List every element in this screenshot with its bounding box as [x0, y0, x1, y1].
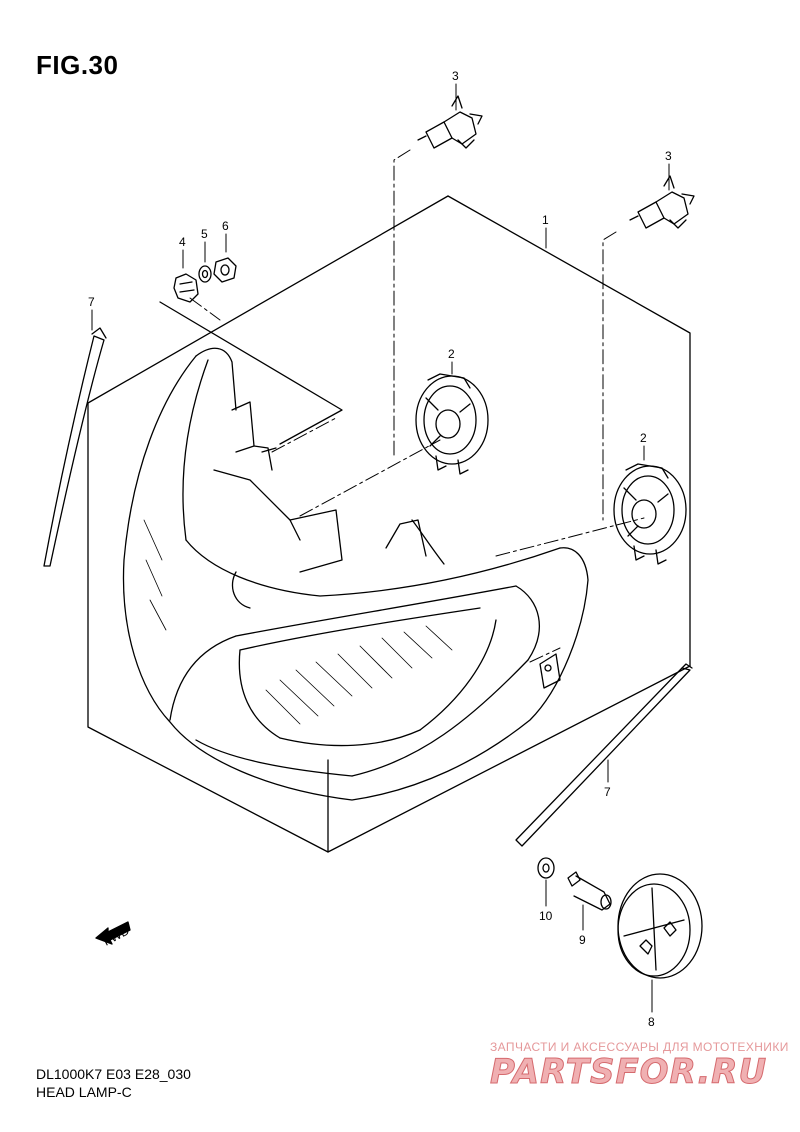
callout-3-upper: 3 — [452, 69, 459, 83]
trim-strip-right — [515, 663, 693, 847]
spacer-part-9 — [567, 871, 612, 911]
figure-title: FIG.30 — [36, 50, 119, 80]
assembly-frame — [87, 195, 691, 853]
watermark-tagline: ЗАПЧАСТИ И АКСЕССУАРЫ ДЛЯ МОТОТЕХНИКИ — [490, 1040, 789, 1054]
forward-direction-arrow — [95, 921, 131, 945]
nut-part-6 — [213, 257, 237, 283]
callout-2-lower: 2 — [640, 431, 647, 445]
watermark-brand: PARTSFOR.RU — [489, 1052, 768, 1093]
leader-lines — [189, 149, 645, 663]
callout-7-right: 7 — [604, 785, 611, 799]
trim-strip-left — [43, 327, 107, 567]
callout-leaders — [91, 83, 670, 1013]
callout-2-upper: 2 — [448, 347, 455, 361]
socket-part-2-lower — [613, 463, 687, 565]
callout-3-lower: 3 — [665, 149, 672, 163]
callout-1: 1 — [542, 213, 549, 227]
callout-6: 6 — [222, 219, 229, 233]
washer-part-5 — [198, 265, 212, 283]
bulb-part-3-upper — [417, 95, 483, 149]
washer-part-10 — [537, 857, 555, 879]
cover-part-8 — [617, 873, 703, 979]
socket-part-2-upper — [415, 373, 489, 475]
callout-10: 10 — [539, 909, 553, 923]
callout-8: 8 — [648, 1015, 655, 1029]
headlamp-body-part-1 — [122, 347, 589, 801]
callout-5: 5 — [201, 227, 208, 241]
diagram-code: DL1000K7 E03 E28_030 — [36, 1066, 191, 1082]
callout-9: 9 — [579, 933, 586, 947]
grommet-part-4 — [173, 273, 199, 303]
callout-4: 4 — [179, 235, 186, 249]
lens-hatching — [143, 519, 453, 725]
diagram-name: HEAD LAMP-C — [36, 1084, 132, 1100]
bulb-part-3-lower — [629, 175, 695, 229]
callout-7-left: 7 — [88, 295, 95, 309]
